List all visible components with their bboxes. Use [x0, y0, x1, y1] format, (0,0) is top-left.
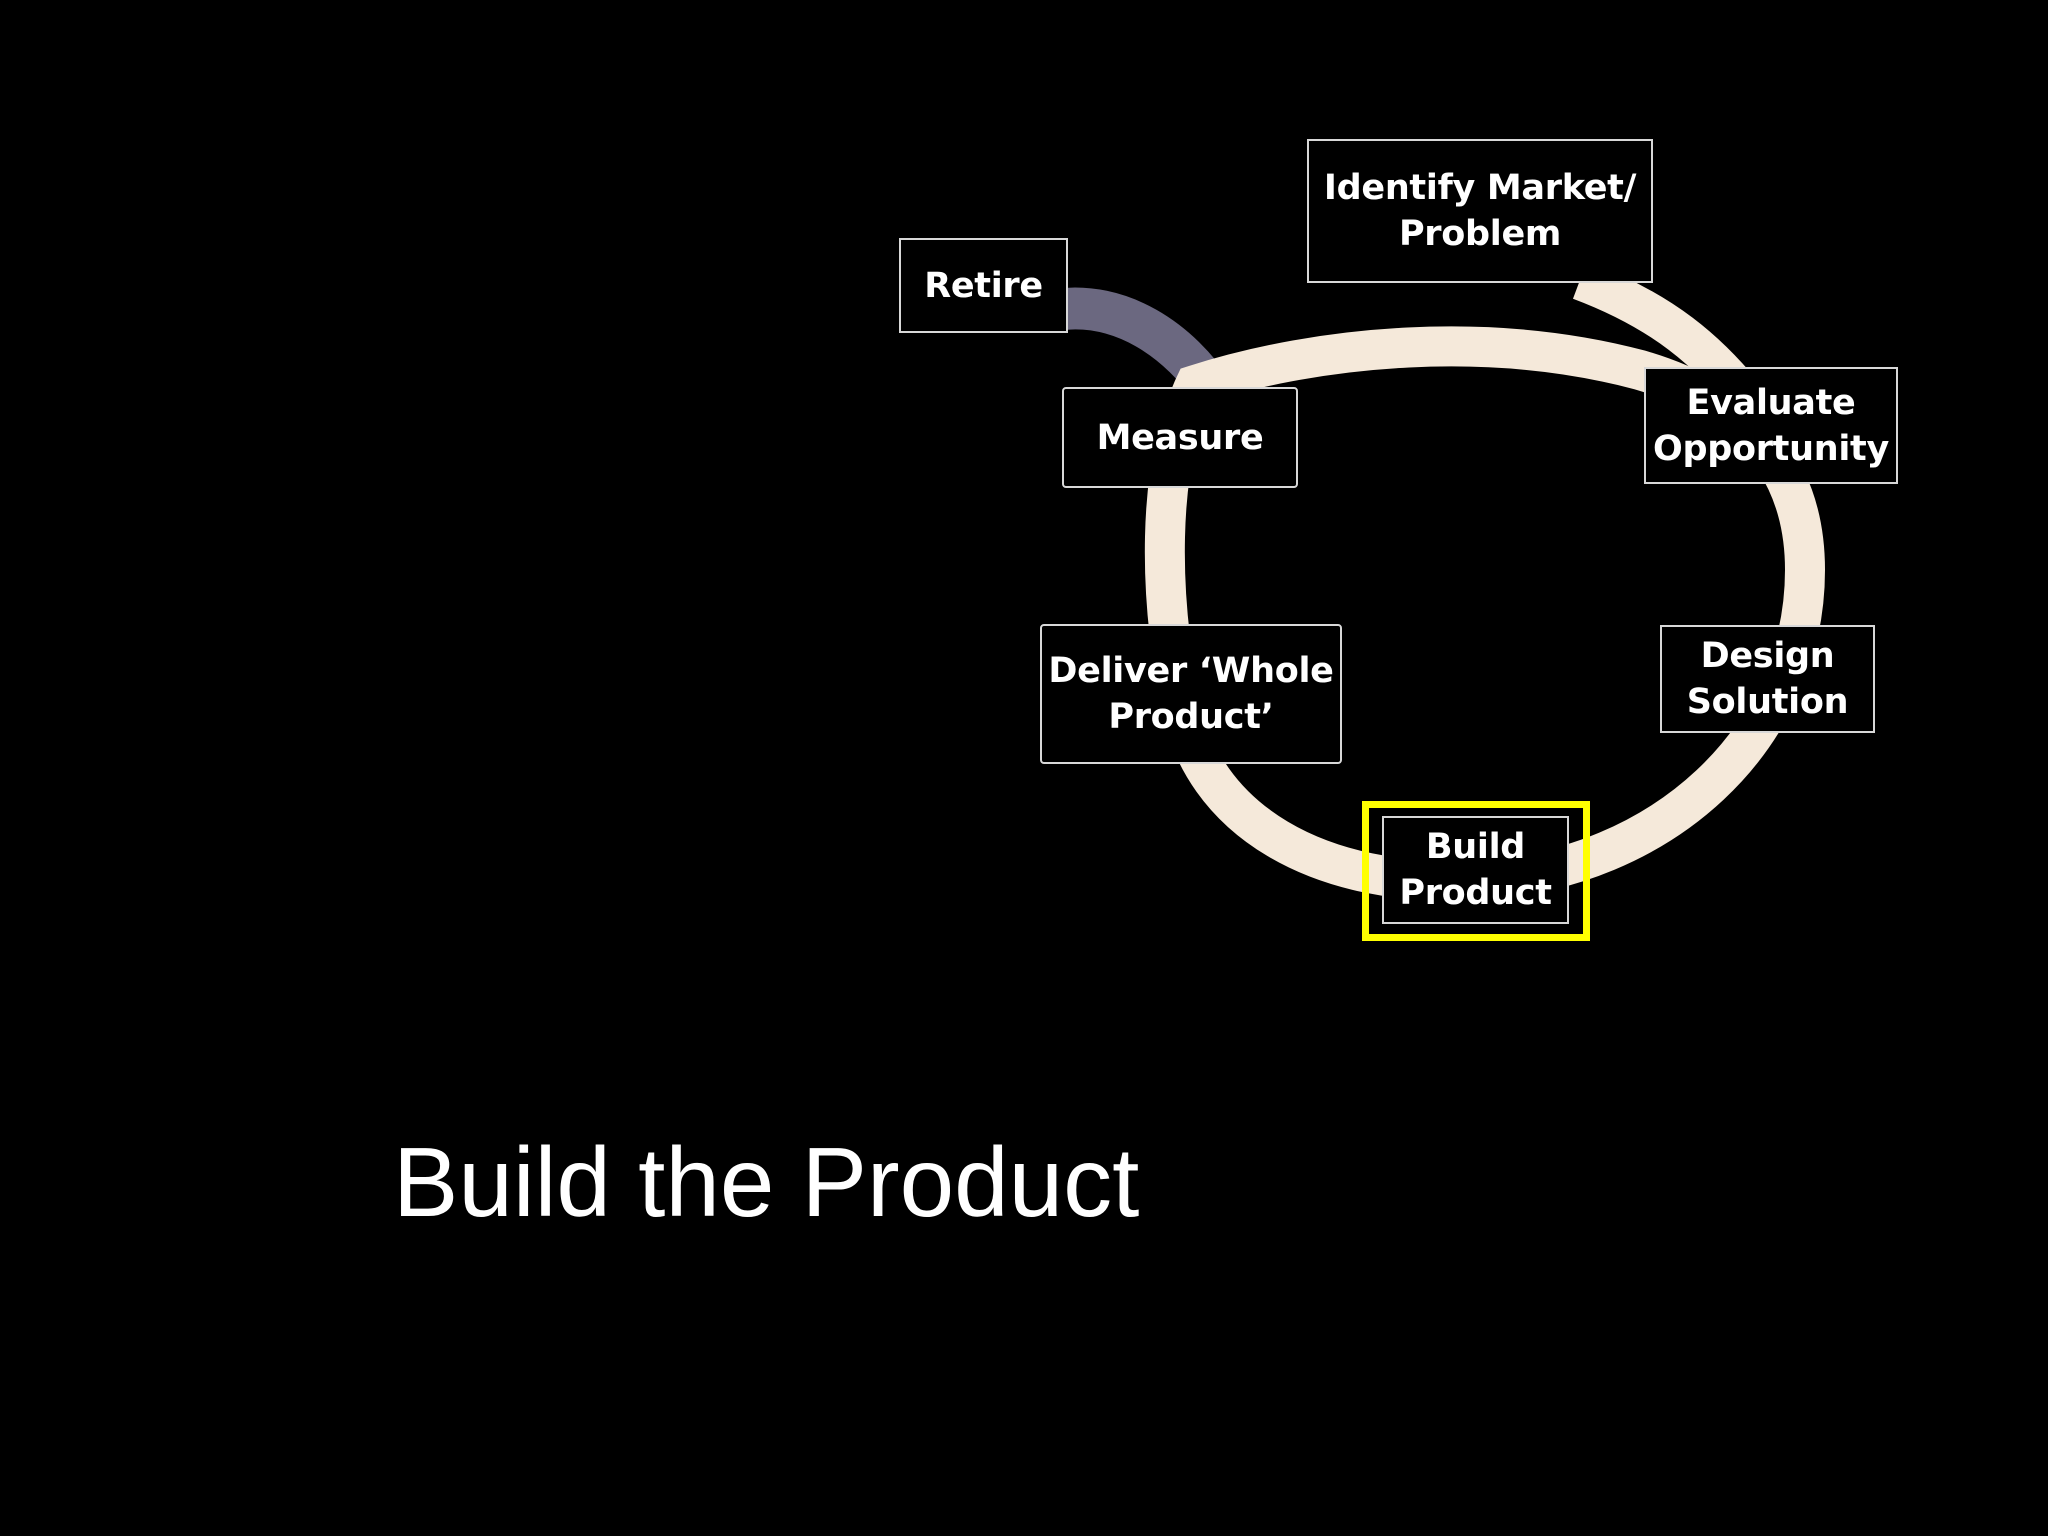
node-retire: Retire — [899, 238, 1068, 333]
node-deliver-whole-product: Deliver ‘Whole Product’ — [1040, 624, 1342, 764]
node-measure: Measure — [1062, 387, 1298, 488]
slide-title: Build the Product — [393, 1127, 1140, 1237]
node-design-solution: Design Solution — [1660, 625, 1875, 733]
node-evaluate-opportunity: Evaluate Opportunity — [1644, 367, 1898, 484]
node-identify-market: Identify Market/ Problem — [1307, 139, 1653, 283]
node-build-product: Build Product — [1382, 816, 1569, 924]
current-step-highlight — [1362, 801, 1590, 941]
